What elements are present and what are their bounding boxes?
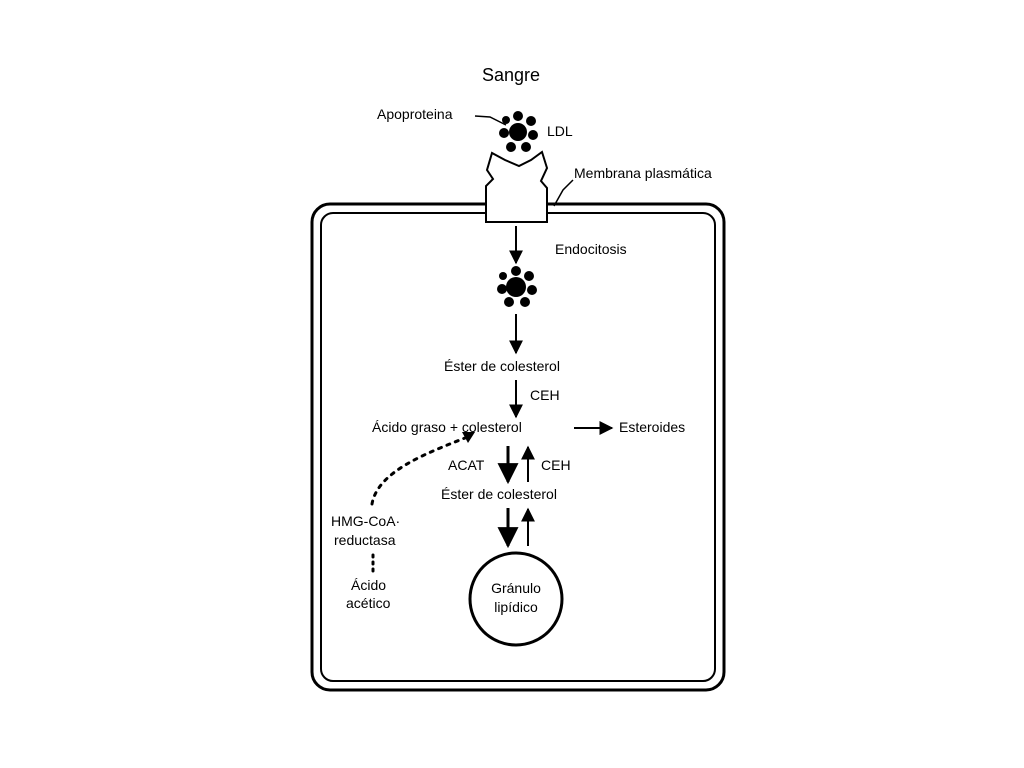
acetic-acid-label-line1: Ácido xyxy=(351,577,387,593)
cholesterol-ester-bottom-label: Éster de colesterol xyxy=(441,486,557,502)
ldl-particle xyxy=(499,111,538,152)
apoprotein-leader-line xyxy=(474,115,507,126)
endocytosis-label: Endocitosis xyxy=(555,241,627,257)
hmg-coa-arrowhead xyxy=(462,432,475,443)
fatty-acid-cholesterol-label: Ácido graso + colesterol xyxy=(372,419,522,435)
lipid-granule xyxy=(468,551,564,647)
internalized-ldl-particle xyxy=(497,266,537,307)
ldl-receptor xyxy=(485,150,549,223)
ceh-top-label: CEH xyxy=(530,387,560,403)
apoprotein-label: Apoproteina xyxy=(377,106,453,122)
acat-label: ACAT xyxy=(448,457,485,473)
lipid-granule-label-line1: Gránulo xyxy=(491,580,541,596)
acetic-acid-label-line2: acético xyxy=(346,595,391,611)
lipid-granule-label-line2: lipídico xyxy=(494,599,538,615)
blood-label: Sangre xyxy=(482,65,541,85)
hmg-coa-reductase-label-line1: HMG-CoA· xyxy=(331,513,401,529)
cholesterol-ester-top-label: Éster de colesterol xyxy=(444,358,560,374)
ceh-right-label: CEH xyxy=(541,457,571,473)
membrane-leader-line xyxy=(553,179,574,207)
plasma-membrane-label: Membrana plasmática xyxy=(574,165,712,181)
hmg-coa-reductase-label-line2: reductasa xyxy=(334,532,396,548)
ldl-label: LDL xyxy=(547,123,573,139)
hmg-coa-regulation-arrow xyxy=(370,434,472,506)
steroids-label: Esteroides xyxy=(619,419,686,435)
